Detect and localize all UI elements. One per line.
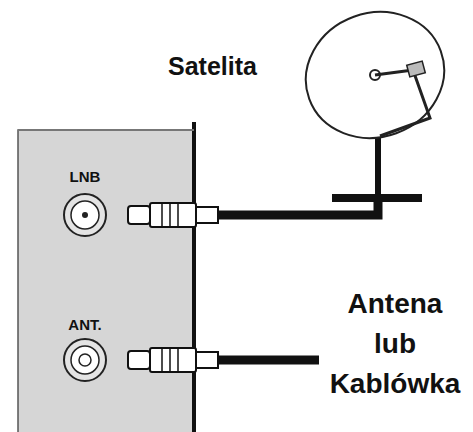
panel-edge [192, 122, 196, 432]
dish-arm [375, 70, 430, 136]
dish-drawing [168, 8, 460, 202]
socket-node: ANT. [42, 316, 128, 392]
socket-pin [79, 354, 91, 366]
ant-plug [128, 348, 218, 372]
connector-label: ANT. [42, 316, 128, 333]
socket-inner [71, 201, 99, 229]
panel-ground [18, 130, 194, 432]
satellite-dish: Satelita [168, 8, 460, 202]
dish-label: Satelita [168, 52, 257, 81]
dish-pole [375, 133, 381, 196]
socket-inner [71, 346, 99, 374]
connector-label: LNB [42, 168, 128, 185]
source-label-text: Antena lub Kablówka [325, 284, 465, 404]
dish-base [332, 194, 422, 202]
socket-pin [82, 212, 88, 218]
socket-node: LNB [42, 168, 128, 244]
source-label: Antena lub Kablówka [325, 284, 465, 408]
socket-ring [64, 194, 106, 236]
dish-reflector [288, 8, 460, 157]
socket-ring [64, 339, 106, 381]
panel-top [18, 129, 194, 131]
lnb-plug [128, 203, 218, 227]
lnb-head [407, 61, 426, 77]
